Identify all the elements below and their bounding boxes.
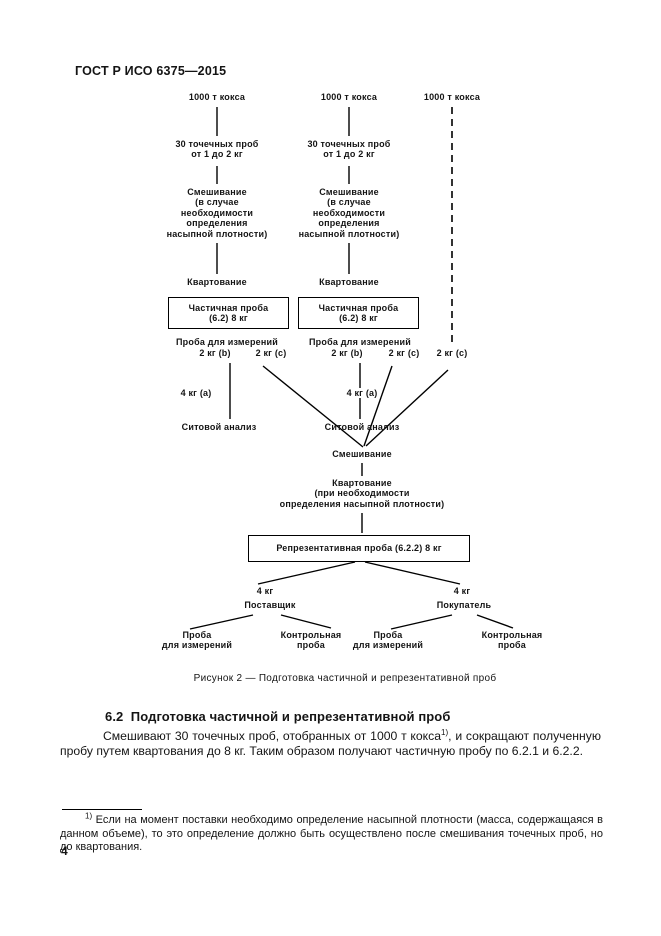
paragraph-text-end: , и сокращают полученную пробу путем ква… [60,729,601,758]
source-lot-3: 1000 т кокса [423,92,481,102]
footnote: 1) Если на момент поставки необходимо оп… [60,811,603,855]
page-number: 4 [61,844,68,858]
increments-col1: 30 точечных проб от 1 до 2 кг [175,139,259,160]
representative-sample-box: Репрезентативная проба (6.2.2) 8 кг [248,535,470,562]
figure-caption: Рисунок 2 — Подготовка частичной и репре… [193,673,497,684]
buyer-control-sample: Контрольная проба [481,630,543,651]
increments-col2: 30 точечных проб от 1 до 2 кг [307,139,391,160]
kg4a-col1: 4 кг (a) [180,388,212,398]
kg2c-col1: 2 кг (c) [255,348,287,358]
mixing-final: Смешивание [332,449,392,459]
supplier-label: Поставщик [244,600,296,610]
kg2c-col3: 2 кг (c) [436,348,468,358]
kg2b-col2: 2 кг (b) [331,348,363,358]
supplier-measurement-sample: Проба для измерений [161,630,233,651]
quartering-col1: Квартование [187,277,247,287]
section-paragraph: Смешивают 30 точечных проб, отобранных о… [60,727,601,759]
partial-sample-box-1: Частичная проба (6.2) 8 кг [168,297,289,329]
kg2c-col2: 2 кг (c) [388,348,420,358]
mixing-conditional-col2: Смешивание (в случае необходимости опред… [298,187,400,239]
kg2b-col1: 2 кг (b) [199,348,231,358]
buyer-label: Покупатель [436,600,492,610]
kg4a-col2: 4 кг (a) [345,388,379,399]
quartering-conditional: Квартование (при необходимости определен… [279,478,445,509]
document-number: ГОСТ Р ИСО 6375—2015 [75,64,227,78]
footnote-marker: 1) [85,811,93,821]
supplier-control-sample: Контрольная проба [280,630,342,651]
measurement-sample-col1: Проба для измерений [176,337,278,347]
quartering-col2: Квартование [319,277,379,287]
partial-sample-box-2: Частичная проба (6.2) 8 кг [298,297,419,329]
measurement-sample-col2: Проба для измерений [309,337,411,347]
source-lot-1: 1000 т кокса [188,92,246,102]
mixing-conditional-col1: Смешивание (в случае необходимости опред… [166,187,268,239]
footnote-reference: 1) [441,727,449,737]
source-lot-2: 1000 т кокса [320,92,378,102]
section-heading: 6.2 Подготовка частичной и репрезентатив… [105,709,451,724]
kg4-buyer: 4 кг [453,586,471,596]
footnote-divider [62,809,142,810]
kg4-supplier: 4 кг [256,586,274,596]
footnote-text: Если на момент поставки необходимо опред… [60,814,603,854]
sieve-analysis-col2: Ситовой анализ [324,422,400,432]
buyer-measurement-sample: Проба для измерений [352,630,424,651]
sieve-analysis-col1: Ситовой анализ [181,422,257,432]
paragraph-text-start: Смешивают 30 точечных проб, отобранных о… [103,729,442,743]
